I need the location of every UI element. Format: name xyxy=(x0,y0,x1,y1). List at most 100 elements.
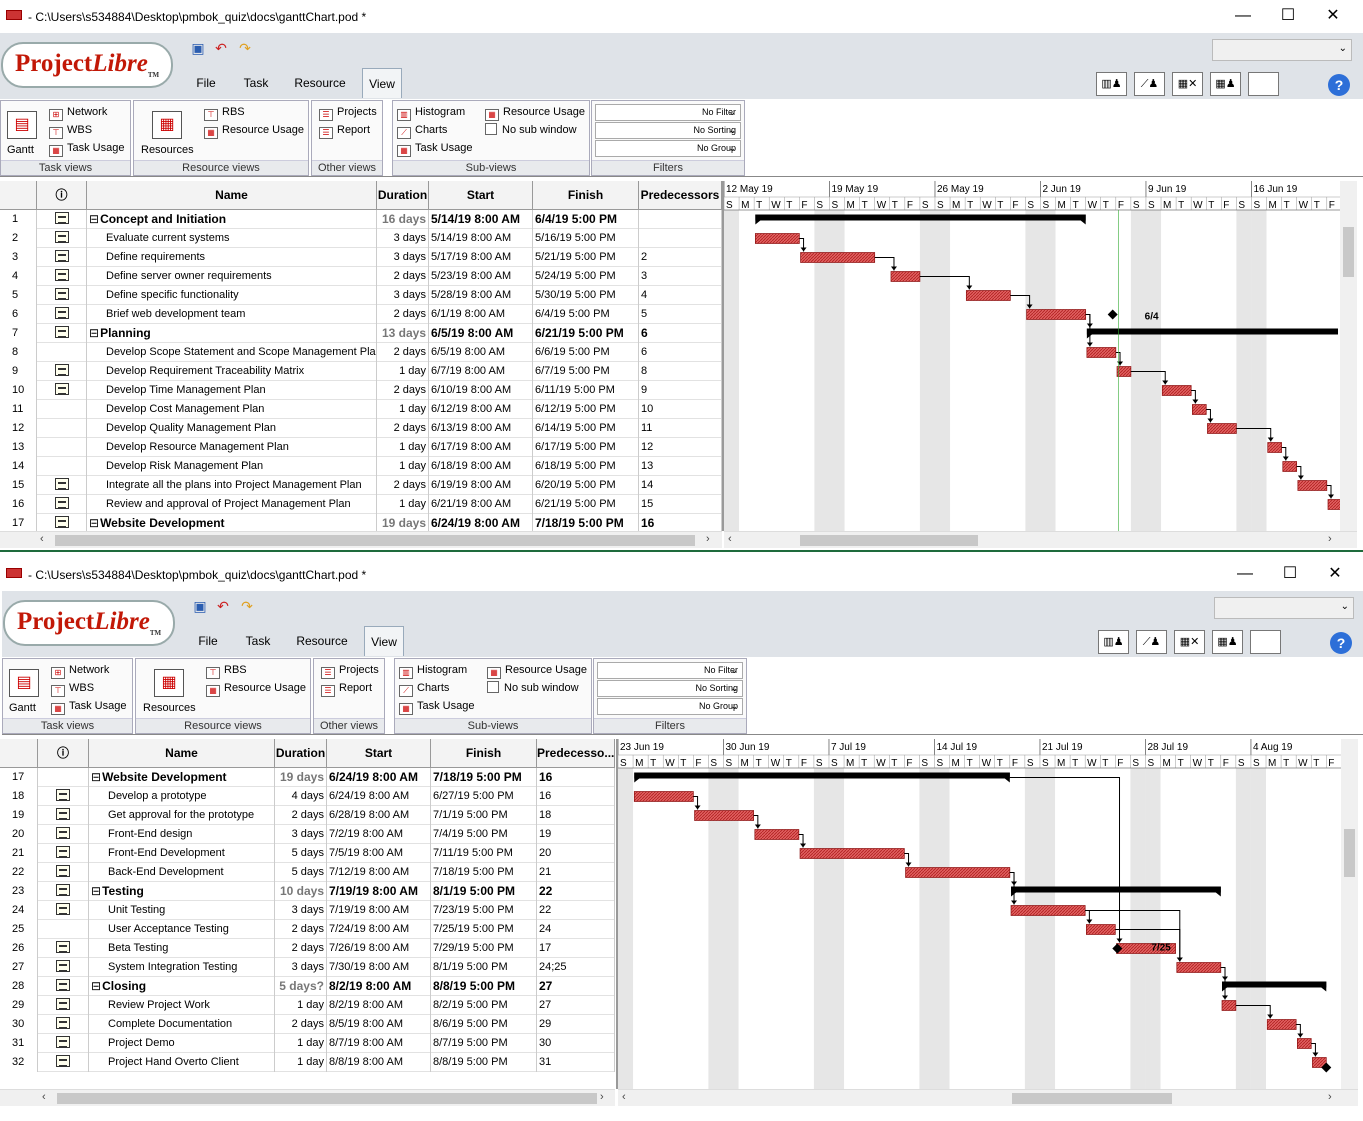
cell-name[interactable]: Develop Time Management Plan xyxy=(87,381,377,400)
cell-name[interactable]: Define specific functionality xyxy=(87,286,377,305)
cell-indicators[interactable] xyxy=(38,977,89,996)
cell-predecessors[interactable]: 19 xyxy=(537,825,615,844)
cell-indicators[interactable] xyxy=(37,400,87,419)
cell-start[interactable]: 6/10/19 8:00 AM xyxy=(429,381,533,400)
resources-button[interactable]: Resources xyxy=(143,702,196,714)
cell-predecessors[interactable]: 13 xyxy=(639,457,722,476)
cell-id[interactable]: 5 xyxy=(0,286,37,305)
scrollbar-thumb[interactable] xyxy=(1343,227,1354,277)
charts-button[interactable]: ⟋Charts xyxy=(399,680,449,697)
cell-name[interactable]: User Acceptance Testing xyxy=(89,920,275,939)
task-bar[interactable] xyxy=(1267,442,1282,453)
maximize-button[interactable]: ☐ xyxy=(1280,7,1296,24)
cell-indicators[interactable] xyxy=(38,996,89,1015)
cell-id[interactable]: 8 xyxy=(0,343,37,362)
cell-duration[interactable]: 3 days xyxy=(275,901,327,920)
cell-duration[interactable]: 1 day xyxy=(275,1053,327,1072)
cell-indicators[interactable] xyxy=(37,495,87,514)
save-icon[interactable]: ▣ xyxy=(193,598,207,614)
scrollbar-thumb[interactable] xyxy=(800,535,978,546)
cell-finish[interactable]: 5/30/19 5:00 PM xyxy=(533,286,639,305)
cell-duration[interactable]: 3 days xyxy=(275,958,327,977)
cell-duration[interactable]: 16 days xyxy=(377,210,429,229)
resource-usage-icon[interactable]: ▦♟ xyxy=(1210,72,1241,96)
cell-name[interactable]: Brief web development team xyxy=(87,305,377,324)
cell-indicators[interactable] xyxy=(37,419,87,438)
task-bar[interactable] xyxy=(1221,1000,1237,1011)
cell-id[interactable]: 15 xyxy=(0,476,37,495)
column-header-indicators[interactable]: ⓘ xyxy=(37,181,87,210)
cell-name[interactable]: Testing xyxy=(89,882,275,901)
cell-duration[interactable]: 2 days xyxy=(377,267,429,286)
cell-duration[interactable]: 1 day xyxy=(275,996,327,1015)
cell-start[interactable]: 6/5/19 8:00 AM xyxy=(429,324,533,343)
cell-start[interactable]: 6/12/19 8:00 AM xyxy=(429,400,533,419)
notes-icon[interactable] xyxy=(56,1055,70,1067)
cell-indicators[interactable] xyxy=(37,286,87,305)
undo-icon[interactable]: ↶ xyxy=(215,40,227,56)
cell-name[interactable]: Planning xyxy=(87,324,377,343)
notes-icon[interactable] xyxy=(54,250,69,262)
cell-indicators[interactable] xyxy=(37,381,87,400)
cell-predecessors[interactable]: 5 xyxy=(639,305,722,324)
filter-select[interactable]: No Filter⌄ xyxy=(597,662,743,679)
cell-start[interactable]: 6/5/19 8:00 AM xyxy=(429,343,533,362)
cell-name[interactable]: Front-End Development xyxy=(89,844,275,863)
cell-predecessors[interactable]: 16 xyxy=(537,768,615,787)
cell-id[interactable]: 9 xyxy=(0,362,37,381)
resource-usage-icon[interactable]: ▦♟ xyxy=(1212,630,1243,654)
charts-button[interactable]: ⟋Charts xyxy=(397,122,447,139)
sorting-select[interactable]: No Sorting⌄ xyxy=(597,680,743,697)
no-sub-window-checkbox[interactable]: No sub window xyxy=(487,680,579,696)
cell-start[interactable]: 6/24/19 8:00 AM xyxy=(429,514,533,531)
column-header-name[interactable]: Name xyxy=(87,181,377,210)
cell-indicators[interactable] xyxy=(37,267,87,286)
cell-finish[interactable]: 6/17/19 5:00 PM xyxy=(533,438,639,457)
cell-finish[interactable]: 7/29/19 5:00 PM xyxy=(431,939,537,958)
cell-predecessors[interactable]: 21 xyxy=(537,863,615,882)
rbs-button[interactable]: ⊤RBS xyxy=(206,662,247,679)
cell-indicators[interactable] xyxy=(38,787,89,806)
cell-predecessors[interactable]: 27 xyxy=(537,996,615,1015)
cell-id[interactable]: 2 xyxy=(0,229,37,248)
cell-start[interactable]: 6/24/19 8:00 AM xyxy=(327,768,431,787)
notes-icon[interactable] xyxy=(56,884,70,896)
task-bar[interactable] xyxy=(754,829,800,840)
tab-view[interactable]: View xyxy=(364,626,404,656)
cell-start[interactable]: 7/26/19 8:00 AM xyxy=(327,939,431,958)
column-header-finish[interactable]: Finish xyxy=(533,181,639,210)
cell-name[interactable]: Review Project Work xyxy=(89,996,275,1015)
cell-start[interactable]: 7/19/19 8:00 AM xyxy=(327,882,431,901)
task-bar[interactable] xyxy=(1207,423,1237,434)
cell-start[interactable]: 8/2/19 8:00 AM xyxy=(327,977,431,996)
cell-finish[interactable]: 5/21/19 5:00 PM xyxy=(533,248,639,267)
cell-id[interactable]: 12 xyxy=(0,419,37,438)
scroll-right-icon[interactable]: › xyxy=(600,1091,604,1103)
task-bar[interactable] xyxy=(800,252,876,263)
help-icon[interactable]: ? xyxy=(1330,632,1352,654)
cell-predecessors[interactable]: 3 xyxy=(639,267,722,286)
cell-predecessors[interactable]: 22 xyxy=(537,901,615,920)
blank-view-icon[interactable] xyxy=(1248,72,1279,96)
cell-id[interactable]: 11 xyxy=(0,400,37,419)
cell-id[interactable]: 19 xyxy=(0,806,38,825)
network-button[interactable]: ⊞Network xyxy=(49,104,107,121)
close-button[interactable]: ✕ xyxy=(1326,7,1340,24)
cell-name[interactable]: Develop Requirement Traceability Matrix xyxy=(87,362,377,381)
cell-finish[interactable]: 7/18/19 5:00 PM xyxy=(533,514,639,531)
task-usage-button[interactable]: ▦Task Usage xyxy=(51,698,126,715)
cell-indicators[interactable] xyxy=(38,844,89,863)
notes-icon[interactable] xyxy=(56,941,70,953)
tab-resource[interactable]: Resource xyxy=(296,634,348,648)
cell-id[interactable]: 16 xyxy=(0,495,37,514)
notes-icon[interactable] xyxy=(54,364,69,376)
histogram-resource-icon[interactable]: ▥♟ xyxy=(1096,72,1127,96)
tab-resource[interactable]: Resource xyxy=(294,76,346,90)
cell-finish[interactable]: 6/18/19 5:00 PM xyxy=(533,457,639,476)
